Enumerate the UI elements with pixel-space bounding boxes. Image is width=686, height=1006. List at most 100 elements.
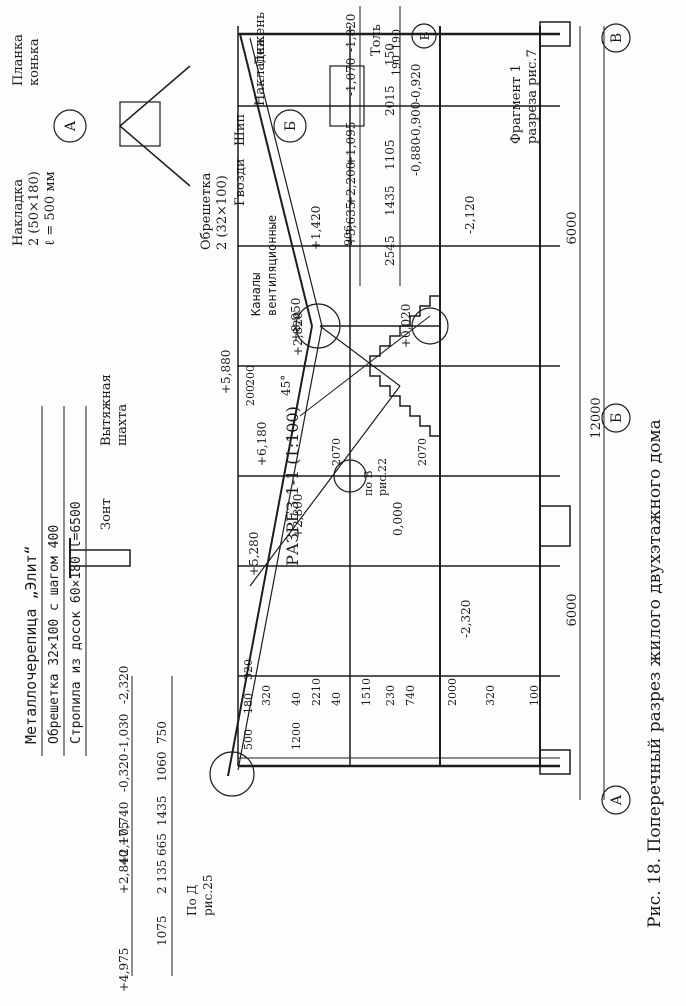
detail-b-circle	[273, 109, 307, 143]
left-elevation-6: -2,320	[117, 666, 131, 704]
axis-v-label: В	[609, 33, 625, 43]
dim-8: 320	[242, 659, 255, 680]
foundation-a	[539, 749, 571, 775]
right-elevation-column: +3,635 +2,200 +1,095 -1,070 -1,820 2545 …	[344, 6, 401, 286]
detail-b-nakladka: Накладка	[253, 39, 268, 106]
callout-fragment-1: Фрагмент 1	[509, 64, 524, 144]
section-title: РАЗРЕЗ 1-1 (1:100)	[283, 406, 302, 566]
detail-a-gvozdi: Гвозди	[233, 158, 248, 206]
level-rafter: +6,180	[255, 422, 269, 466]
axis-a-label: А	[609, 794, 625, 805]
axis-v-circle	[601, 23, 631, 53]
level-stair-start: +0,020	[399, 304, 413, 348]
dim-11: 2210	[310, 678, 323, 706]
node-ref-left-1: По Д	[185, 884, 199, 916]
right-height-2: 1105	[383, 139, 397, 170]
dim-18: 100	[528, 685, 541, 706]
detail-b-block	[329, 65, 365, 127]
dim-4: 200	[244, 365, 257, 386]
dim-14: 230	[384, 685, 397, 706]
axis-a-circle	[601, 785, 631, 815]
dim-10: 40	[290, 692, 303, 706]
detail-b-dim-1: 190	[390, 55, 403, 76]
callout-vent-2: вентиляционные	[265, 215, 279, 316]
left-elevation-5: -1,030	[117, 714, 131, 752]
right-height-3: 2015	[383, 85, 397, 116]
detail-b-side-circle	[411, 23, 437, 49]
figure-caption: Рис. 18. Поперечный разрез жилого двухэт…	[645, 419, 665, 928]
left-elevation-column: +4,975 +2,840 +2,175 +0,740 -0,320 -1,03…	[117, 666, 215, 992]
roof-notes: Металлочерепица „Элит“ Обрешетка 32×100 …	[22, 406, 87, 756]
left-height-2: 665	[155, 833, 169, 856]
foundation-v	[539, 21, 571, 47]
detail-a-block	[119, 101, 161, 147]
callout-po-v-1: по В	[362, 470, 375, 496]
right-elevation-1: +2,200	[344, 162, 358, 206]
level-second-floor-b: +2,820	[291, 312, 305, 356]
callout-zont: Зонт	[99, 498, 114, 530]
interior-levels: +8,950 +5,880 +6,180 +5,280 +2,800 +2,82…	[219, 64, 477, 638]
left-elevation-1: +2,840	[117, 850, 131, 894]
dim-16: 2000	[446, 678, 459, 706]
dim-1: 2070	[416, 438, 429, 466]
detail-a-obreshetka-1: Обрешетка	[199, 172, 214, 250]
node-circle-ridge	[295, 303, 341, 349]
detail-a-nakladka-2: 2 (50×180)	[27, 171, 42, 246]
callout-po-v-2: рис.22	[376, 458, 389, 496]
axis-b-label: Б	[609, 413, 625, 423]
node-ref-left-2: рис.25	[201, 875, 215, 916]
detail-a-label: А	[63, 120, 79, 131]
axis-b-circle	[601, 403, 631, 433]
callout-angle: 45°	[279, 375, 293, 396]
detail-a-circle	[53, 109, 87, 143]
roof-note-2: Обрешетка 32×100 с шагом 400	[47, 525, 62, 744]
detail-a-obreshetka-2: 2 (32×100)	[215, 175, 230, 250]
node-circle-b	[411, 307, 449, 345]
axis-dim-ab: 6000	[565, 593, 580, 626]
callouts: Зонт Вытяжная шахта Каналы вентиляционны…	[99, 49, 540, 530]
left-height-5: 750	[155, 721, 169, 744]
detail-b-lezhen: Лежень	[253, 12, 268, 66]
detail-a-ship: Шип	[233, 114, 248, 146]
dim-7: 180	[242, 693, 255, 714]
dim-5: 1200	[290, 722, 303, 750]
building-section	[69, 21, 571, 797]
level-beam-b: +5,880	[219, 350, 233, 394]
roof-note-1: Металлочерепица „Элит“	[22, 545, 40, 744]
left-elevation-0: +4,975	[117, 948, 131, 992]
left-height-3: 1435	[155, 795, 169, 826]
callout-shaft-1: Вытяжная	[99, 374, 114, 446]
level-porch: -0,920	[409, 64, 423, 102]
roof-note-3: Стропила из досок 60×180 l=6500	[69, 501, 84, 744]
detail-a-planka-2: конька	[27, 38, 42, 86]
right-height-1: 1435	[383, 185, 397, 216]
left-elevation-4: -0,320	[117, 754, 131, 792]
level-attic-floor: +5,280	[247, 532, 261, 576]
right-elevation-2: +1,095	[344, 122, 358, 166]
detail-a-nakladka-1: Накладка	[11, 179, 26, 246]
axis-dim-bv: 6000	[565, 211, 580, 244]
detail-a-planka-1: Планка	[11, 34, 26, 86]
dim-0: 2070	[330, 438, 343, 466]
detail-b-label: Б	[283, 121, 299, 131]
level-ground-floor: 0,000	[391, 502, 405, 536]
left-elevation-3: +0,740	[117, 802, 131, 846]
callout-fragment-2: разреза рис.7	[525, 49, 540, 144]
level-basement-b: -2,120	[463, 196, 477, 234]
level-stair-landing: +1,420	[309, 206, 323, 250]
left-height-0: 1075	[155, 915, 169, 946]
dim-17: 320	[484, 685, 497, 706]
right-elevation-3: -1,070	[344, 58, 358, 96]
callout-vent-1: Каналы	[249, 273, 263, 316]
left-height-1: 2 135	[155, 860, 169, 894]
dim-15: 740	[404, 685, 417, 706]
level-step-1: -0,880	[409, 138, 423, 176]
dim-3: 200	[244, 385, 257, 406]
right-height-4: 150	[383, 43, 397, 66]
right-elevation-0: +3,635	[344, 202, 358, 246]
node-circle-left	[209, 751, 255, 797]
level-second-floor-a: +2,800	[291, 494, 305, 538]
